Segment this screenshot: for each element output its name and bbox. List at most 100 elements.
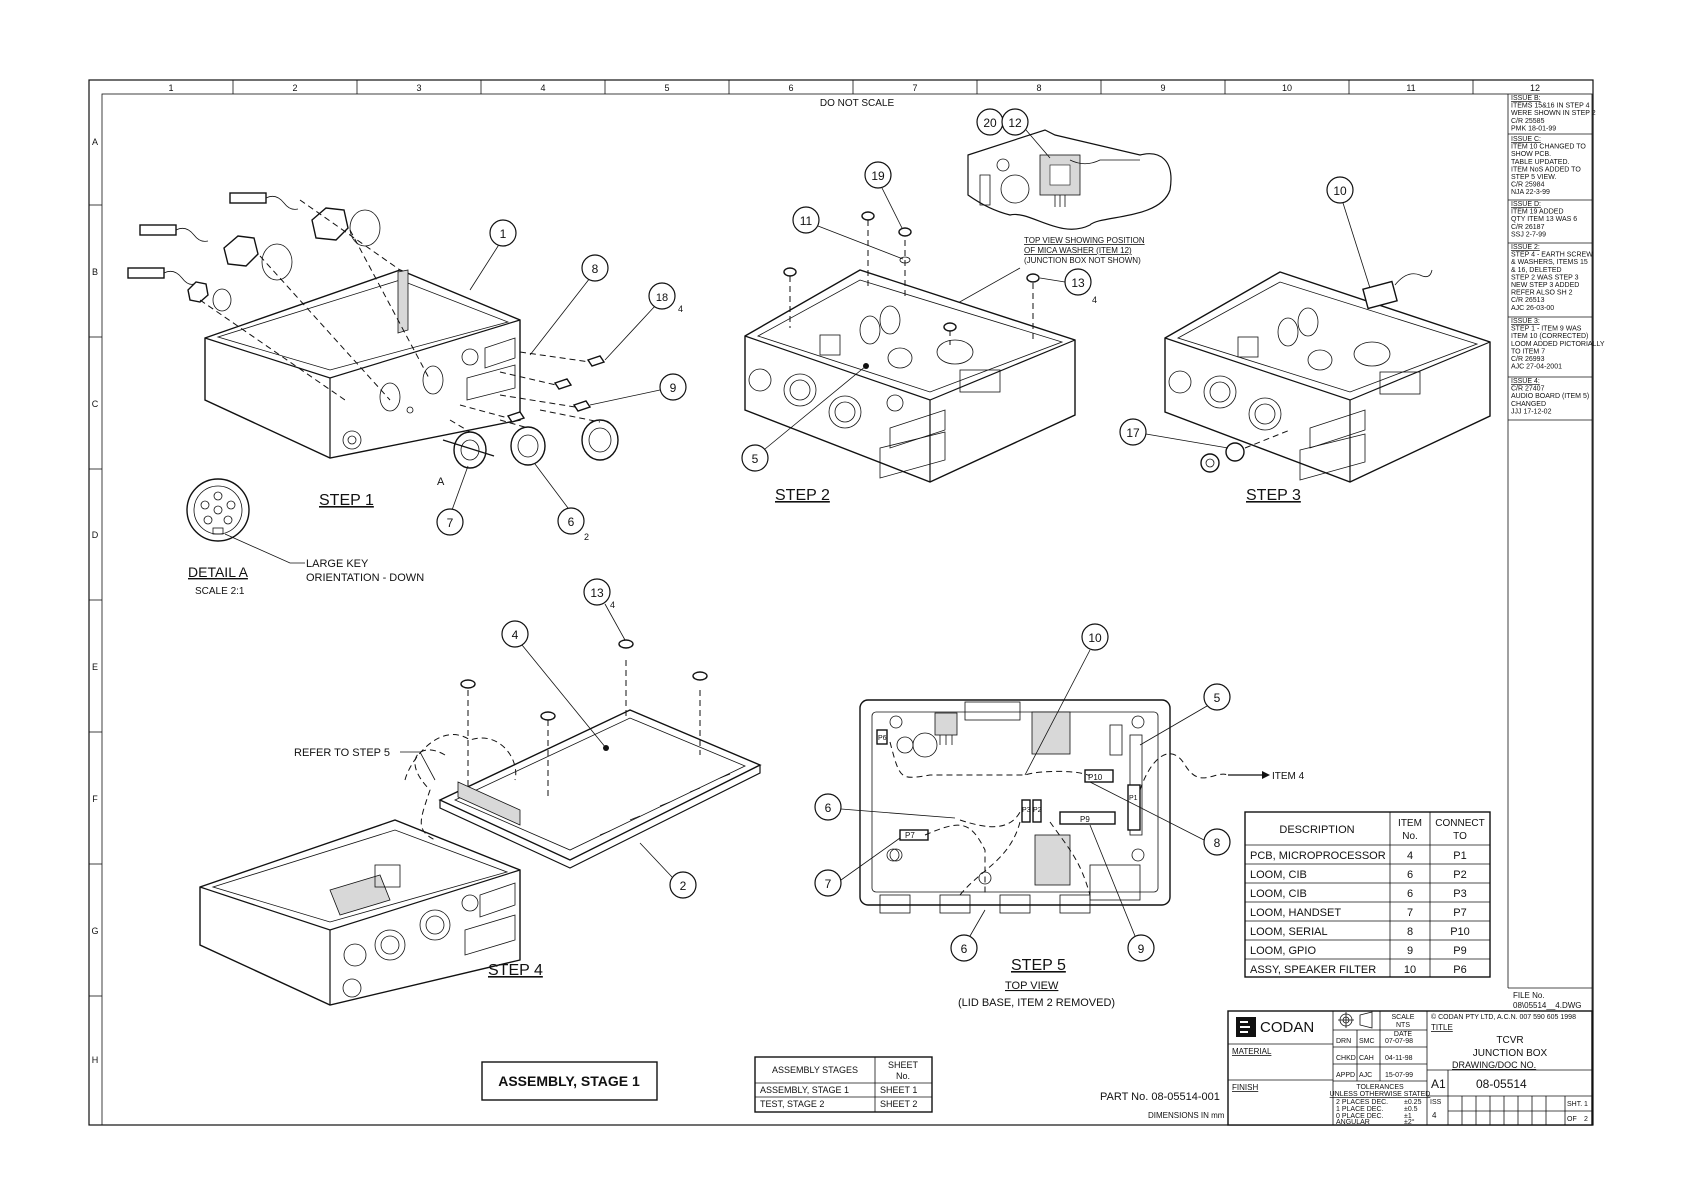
- step4-label: STEP 4: [488, 962, 543, 979]
- tol-row4-label: ANGULAR: [1336, 1119, 1370, 1126]
- balloon-6-s5: 6: [825, 801, 832, 815]
- table-header-connect: CONNECT: [1435, 818, 1484, 829]
- mica-washer-detail: 20 12 TOP VIEW SHOWING POSITION OF MICA …: [909, 108, 1172, 331]
- file-no-value: 08\05514__4.DWG: [1513, 1001, 1582, 1010]
- step3-label: STEP 3: [1246, 487, 1301, 504]
- revision-6-line-4: JJJ 17-12-02: [1511, 408, 1552, 415]
- of-label: OF: [1567, 1116, 1577, 1123]
- revision-4-line-7: C/R 26513: [1511, 297, 1545, 304]
- item-row-3-connect-to: P3: [1453, 888, 1466, 900]
- part-number: PART No. 08-05514-001: [1100, 1091, 1220, 1103]
- step3-balloons: 10 17: [1119, 176, 1371, 449]
- chkd-who: CAH: [1359, 1055, 1374, 1062]
- step2-view: 20 12 TOP VIEW SHOWING POSITION OF MICA …: [741, 108, 1172, 504]
- step1-label: STEP 1: [319, 492, 374, 509]
- table-header-item: ITEM: [1398, 818, 1422, 829]
- item-row-7-item-no: 10: [1404, 964, 1416, 976]
- tol-row1-label: 2 PLACES DEC.: [1336, 1099, 1388, 1106]
- revision-2-line-3: TABLE UPDATED.: [1511, 159, 1570, 166]
- grid-col-10: 10: [1282, 83, 1292, 93]
- stages-header-stage: ASSEMBLY STAGES: [772, 1065, 858, 1075]
- balloon-13-s4-qty: 4: [610, 600, 615, 610]
- copyright-note: © CODAN PTY LTD, A.C.N. 007 590 605 1998: [1431, 1013, 1576, 1021]
- revision-title-3: ISSUE D:: [1511, 201, 1541, 208]
- grid-col-2: 2: [292, 83, 297, 93]
- balloon-7: 7: [447, 516, 454, 530]
- stages-row1-sheet: SHEET 1: [880, 1085, 917, 1095]
- revision-5-line-3: LOOM ADDED PICTORIALLY: [1511, 341, 1605, 348]
- item-row-3-item-no: 6: [1407, 888, 1413, 900]
- refer-step5-note: REFER TO STEP 5: [294, 747, 390, 759]
- item-row-1-description: PCB, MICROPROCESSOR: [1250, 850, 1386, 862]
- revision-5-line-2: ITEM 10 (CORRECTED): [1511, 333, 1588, 340]
- balloon-2: 2: [680, 879, 687, 893]
- step2-screws: [783, 211, 1040, 332]
- balloon-19: 19: [871, 169, 885, 183]
- revision-4-line-6: REFER ALSO SH 2: [1511, 290, 1573, 297]
- item-row-7-description: ASSY, SPEAKER FILTER: [1250, 964, 1376, 976]
- balloon-4: 4: [512, 628, 519, 642]
- grid-row-a: A: [92, 137, 98, 147]
- step1-view: 1 8 18 4 9 7 6 2 A STEP 1: [127, 192, 687, 542]
- drn-date: 07-07-98: [1385, 1038, 1413, 1045]
- appd-who: AJC: [1359, 1072, 1372, 1079]
- issue-value: 4: [1432, 1111, 1437, 1120]
- connector-p7: P7: [905, 831, 915, 840]
- revision-4-line-5: NEW STEP 3 ADDED: [1511, 282, 1579, 289]
- doc-no-label: DRAWING/DOC NO.: [1452, 1060, 1536, 1070]
- issue-label: ISS: [1430, 1099, 1442, 1106]
- item-row-6-description: LOOM, GPIO: [1250, 945, 1316, 957]
- revision-1-line-4: PMK 18-01-99: [1511, 125, 1556, 132]
- drawing-border: 1 2 3 4 5 6 7 8 9 10 11 12 A B C D E F G…: [88, 79, 1594, 1126]
- detail-a-title: DETAIL A: [188, 564, 249, 580]
- revision-2-line-5: STEP 5 VIEW.: [1511, 174, 1556, 181]
- balloon-12: 12: [1008, 116, 1022, 130]
- tol-row2-value: ±0.5: [1404, 1106, 1418, 1113]
- step3-enclosure: [1164, 269, 1491, 483]
- balloon-8-s5: 8: [1214, 836, 1221, 850]
- balloon-10-s3: 10: [1333, 184, 1347, 198]
- revision-4-line-3: & 16, DELETED: [1511, 267, 1562, 274]
- connector-p9: P9: [1080, 815, 1090, 824]
- appd-label: APPD: [1336, 1072, 1355, 1079]
- revision-3-line-2: QTY ITEM 13 WAS 6: [1511, 216, 1577, 223]
- title-block: FILE No. 08\05514__4.DWG CODAN MATERIAL …: [1227, 987, 1593, 1126]
- balloon-17: 17: [1126, 426, 1140, 440]
- step2-label: STEP 2: [775, 487, 830, 504]
- item-row-2-description: LOOM, CIB: [1250, 869, 1307, 881]
- tolerances-label: TOLERANCES: [1356, 1084, 1404, 1091]
- item-row-2-connect-to: P2: [1453, 869, 1466, 881]
- grid-col-3: 3: [416, 83, 421, 93]
- finish-label: FINISH: [1232, 1083, 1258, 1092]
- item-row-1-item-no: 4: [1407, 850, 1413, 862]
- revision-2-line-7: NJA 22-3-99: [1511, 189, 1550, 196]
- sheet-value: 1: [1584, 1101, 1588, 1108]
- item-row-5-item-no: 8: [1407, 926, 1413, 938]
- grid-row-c: C: [92, 399, 99, 409]
- balloon-6-qty: 2: [584, 532, 589, 542]
- revision-2-line-4: ITEM NoS ADDED TO: [1511, 166, 1581, 173]
- mica-note-line2: OF MICA WASHER (ITEM 12): [1024, 246, 1132, 255]
- step4-view: REFER TO STEP 5 13 4 4 2 STEP 4: [199, 578, 762, 1006]
- revision-title-2: ISSUE C:: [1511, 136, 1541, 143]
- step4-lid: [438, 709, 762, 869]
- stages-header-sheet-no: No.: [896, 1071, 910, 1081]
- grid-col-1: 1: [168, 83, 173, 93]
- grid-row-b: B: [92, 267, 98, 277]
- step1-exploded-parts: [127, 192, 619, 469]
- balloon-13-s4: 13: [590, 586, 604, 600]
- step2-enclosure: [744, 269, 1076, 483]
- detail-a: LARGE KEY ORIENTATION - DOWN DETAIL A SC…: [186, 478, 424, 597]
- balloon-6: 6: [568, 515, 575, 529]
- grid-row-e: E: [92, 662, 98, 672]
- stage-label: ASSEMBLY, STAGE 1: [498, 1073, 640, 1089]
- step5-enclosure: [859, 699, 1171, 914]
- connector-p10: P10: [1088, 773, 1103, 782]
- balloon-7-s5: 7: [825, 877, 832, 891]
- tol-row3-label: 0 PLACE DEC.: [1336, 1113, 1384, 1120]
- file-no-label: FILE No.: [1513, 991, 1545, 1000]
- grid-row-f: F: [92, 794, 98, 804]
- revision-6-line-2: AUDIO BOARD (ITEM 5): [1511, 393, 1589, 400]
- step5-balloons: 10 5 6 8 7 6 9: [814, 623, 1231, 962]
